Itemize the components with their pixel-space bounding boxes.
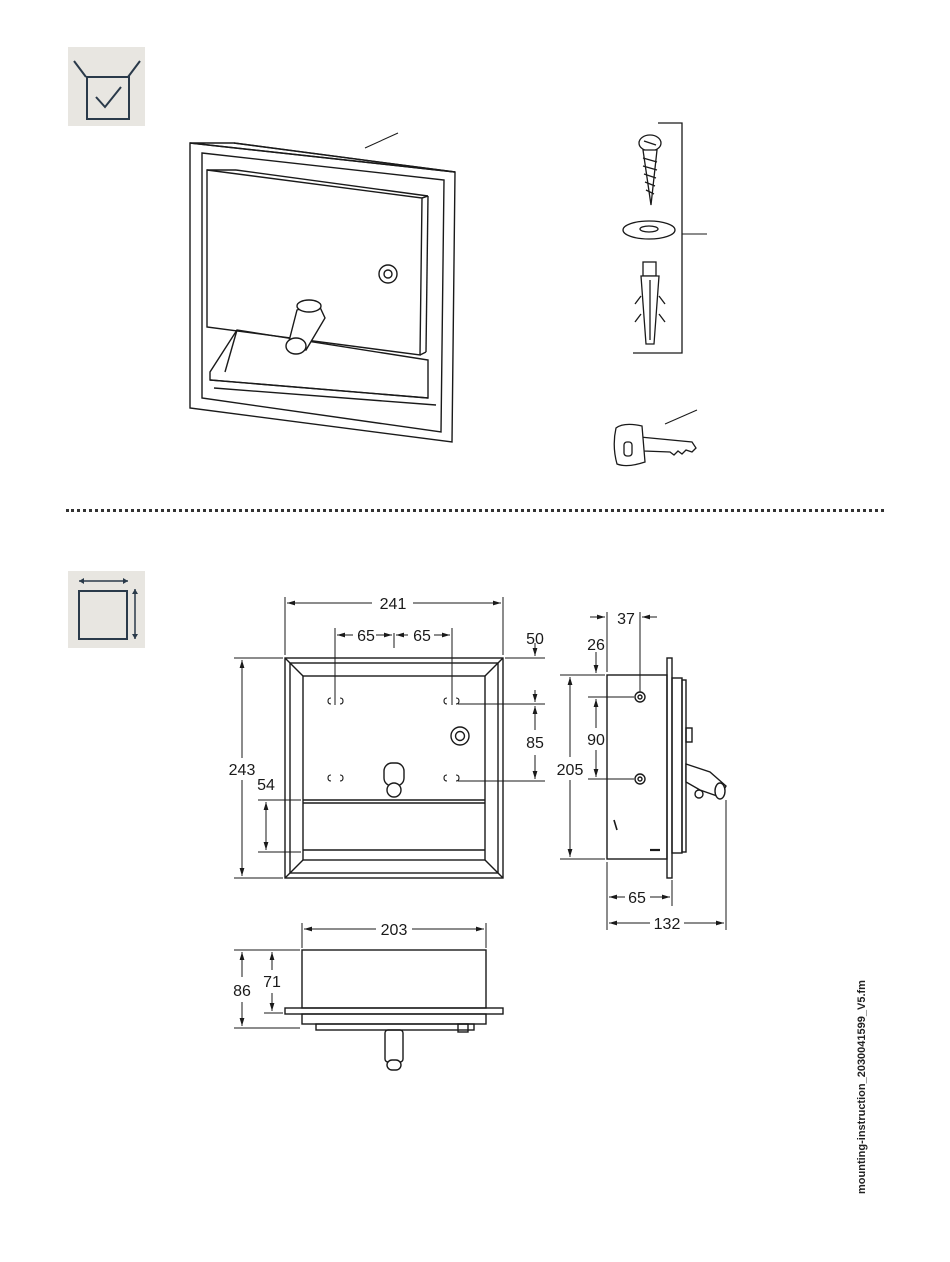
document-filename: mounting-instruction_2030041599_V5.fm bbox=[856, 954, 870, 1194]
dim-side-depth-body: 65 bbox=[628, 890, 646, 907]
bottom-view bbox=[285, 950, 503, 1070]
dim-side-total-depth: 132 bbox=[654, 916, 681, 933]
mounting-hardware-illustration bbox=[623, 123, 707, 353]
dim-hole-spacing-right: 65 bbox=[413, 628, 431, 645]
section-separator bbox=[66, 509, 884, 512]
dim-side-hole-spacing: 90 bbox=[587, 732, 605, 749]
dim-hole-vertical: 85 bbox=[526, 735, 544, 752]
dim-bottom-width: 203 bbox=[381, 922, 408, 939]
dim-bottom-body: 71 bbox=[263, 974, 281, 991]
dim-bottom-total: 86 bbox=[233, 983, 251, 1000]
dim-side-depth-top: 37 bbox=[617, 611, 635, 628]
dim-side-offset: 26 bbox=[587, 637, 605, 654]
dim-front-width: 241 bbox=[380, 596, 407, 613]
dim-front-height: 243 bbox=[229, 762, 256, 779]
dim-hole-spacing-left: 65 bbox=[357, 628, 375, 645]
front-view bbox=[285, 633, 503, 878]
side-view bbox=[607, 658, 726, 878]
dim-side-height: 205 bbox=[557, 762, 584, 779]
key-illustration bbox=[614, 410, 697, 466]
dim-top-offset: 50 bbox=[526, 631, 544, 648]
dim-shelf-height: 54 bbox=[257, 777, 275, 794]
soap-dispenser-illustration bbox=[190, 133, 455, 442]
